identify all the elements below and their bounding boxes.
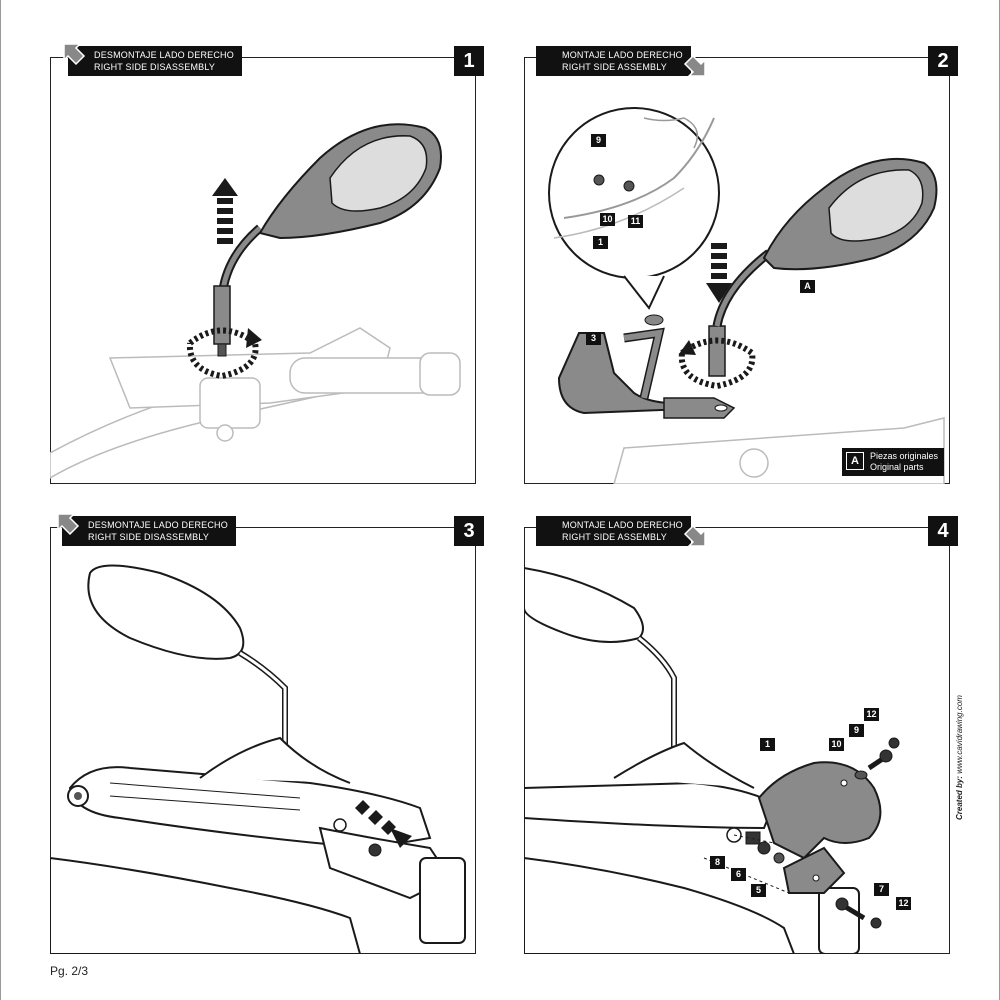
step-header: DESMONTAJE LADO DERECHO RIGHT SIDE DISAS…: [57, 513, 236, 546]
panel-step-1: DESMONTAJE LADO DERECHO RIGHT SIDE DISAS…: [50, 43, 484, 484]
header-spanish: MONTAJE LADO DERECHO: [562, 520, 683, 530]
legend-english: Original parts: [869, 462, 924, 472]
callout-12-top: 12: [864, 708, 879, 721]
callout-5: 5: [751, 884, 766, 897]
page-number: Pg. 2/3: [50, 964, 89, 978]
callout-10: 10: [600, 213, 615, 226]
illustration-credit: Created by: www.cavidrawing.com: [955, 695, 964, 820]
header-english: RIGHT SIDE DISASSEMBLY: [88, 532, 210, 542]
callout-9: 9: [591, 134, 606, 147]
legend-spanish: Piezas originales: [869, 451, 938, 461]
header-spanish: DESMONTAJE LADO DERECHO: [88, 520, 228, 530]
assembly-arrow-icon: [683, 524, 706, 547]
header-spanish: MONTAJE LADO DERECHO: [562, 50, 683, 60]
left-page-edge: [0, 0, 1, 1000]
wind-deflector-assembly-illustration: [524, 528, 950, 954]
panel-step-2: 9 10 11 1 3 A A Piezas originales Origin…: [524, 46, 958, 484]
step-number: 3: [454, 516, 484, 546]
callout-8: 8: [710, 856, 725, 869]
callout-7: 7: [874, 883, 889, 896]
panel-step-4: 1 10 9 12 8 6 5 7 12 MONTAJE LADO DERECH…: [524, 516, 958, 954]
assembly-arrow-icon: [683, 54, 706, 77]
disassembly-arrow-icon: [57, 513, 80, 536]
mirror-removal-illustration: [50, 58, 476, 484]
callout-6: 6: [731, 868, 746, 881]
callout-11: 11: [628, 215, 643, 228]
step-header: MONTAJE LADO DERECHO RIGHT SIDE ASSEMBLY: [536, 46, 706, 77]
credit-site: www.cavidrawing.com: [955, 695, 964, 774]
step-number: 4: [928, 516, 958, 546]
callout-1: 1: [593, 236, 608, 249]
disassembly-arrow-icon: [63, 43, 86, 66]
callout-A: A: [800, 280, 815, 293]
callout-1: 1: [760, 738, 775, 751]
legend-key: A: [845, 452, 864, 470]
callout-10: 10: [829, 738, 844, 751]
header-english: RIGHT SIDE ASSEMBLY: [562, 532, 667, 542]
header-english: RIGHT SIDE DISASSEMBLY: [94, 62, 216, 72]
step-header: DESMONTAJE LADO DERECHO RIGHT SIDE DISAS…: [63, 43, 242, 76]
step-number: 2: [928, 46, 958, 76]
step-number: 1: [454, 46, 484, 76]
mirror-bracket-assembly-illustration: [524, 58, 950, 484]
step-header: MONTAJE LADO DERECHO RIGHT SIDE ASSEMBLY: [536, 516, 706, 547]
credit-prefix: Created by:: [955, 775, 964, 820]
header-english: RIGHT SIDE ASSEMBLY: [562, 62, 667, 72]
callout-9: 9: [849, 724, 864, 737]
panel-step-3: DESMONTAJE LADO DERECHO RIGHT SIDE DISAS…: [50, 513, 484, 954]
handguard-removal-illustration: [50, 528, 476, 954]
callout-12-bottom: 12: [896, 897, 911, 910]
header-spanish: DESMONTAJE LADO DERECHO: [94, 50, 234, 60]
callout-3: 3: [586, 332, 601, 345]
original-parts-legend: A Piezas originales Original parts: [841, 448, 944, 476]
